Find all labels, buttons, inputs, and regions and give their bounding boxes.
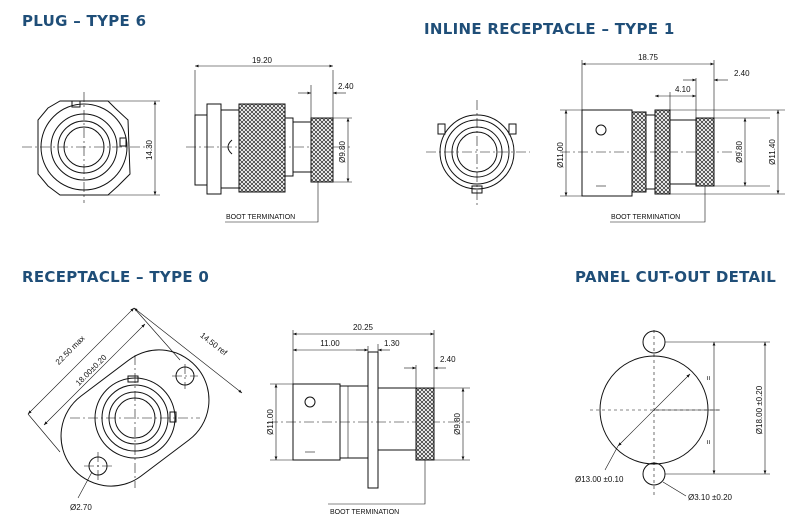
plug-boot-length-dim: 2.40 — [338, 82, 354, 91]
panel-pitch-dim: Ø18.00 ±0.20 — [755, 385, 764, 434]
inline-flange-dia-dim: Ø11.40 — [768, 139, 777, 165]
receptacle-boot-termination-label: BOOT TERMINATION — [330, 509, 399, 516]
receptacle-body-dia-dim: Ø11.00 — [266, 409, 275, 435]
inline-boot-length-dim: 2.40 — [734, 69, 750, 78]
receptacle-boot-knurl — [415, 387, 435, 461]
plug-length-dim: 19.20 — [252, 56, 273, 65]
inline-boot-knurl — [695, 117, 715, 187]
inline-body-dia-dim: Ø11.00 — [556, 142, 565, 168]
receptacle-boot-dia-dim: Ø9.80 — [453, 413, 462, 435]
receptacle-max-length-dim: 22.50 max — [54, 334, 87, 367]
plug-boot-knurl — [310, 117, 334, 183]
receptacle-hole-dia-dim: Ø2.70 — [70, 503, 92, 512]
heading-panel-cutout: PANEL CUT-OUT DETAIL — [575, 268, 777, 286]
plug-boot-termination-label: BOOT TERMINATION — [226, 214, 295, 221]
inline-mid-length-dim: 4.10 — [675, 85, 691, 94]
inline-boot-termination-label: BOOT TERMINATION — [611, 214, 680, 221]
inline-knurl-ring-1 — [631, 111, 647, 193]
panel-cutout-view: Ø13.00 ±0.10 = = Ø18.00 ±0.20 Ø3.10 ±0.2… — [575, 330, 770, 502]
receptacle-front-view: 22.50 max 18.00±0.20 14.50 ref Ø2.70 — [27, 307, 243, 512]
panel-hole-dia-dim: Ø3.10 ±0.20 — [688, 493, 733, 502]
receptacle-flange-ref-dim: 14.50 ref — [198, 331, 229, 358]
receptacle-length-dim: 20.25 — [353, 323, 374, 332]
receptacle-hole-pitch-dim: 18.00±0.20 — [74, 353, 109, 388]
plug-knurl-sleeve — [238, 103, 286, 193]
inline-front-view — [426, 100, 530, 205]
receptacle-body-length-dim: 11.00 — [320, 339, 340, 348]
inline-side-view: 18.75 2.40 4.10 Ø11.00 Ø9.80 Ø11.40 BOOT… — [556, 53, 785, 223]
inline-length-dim: 18.75 — [638, 53, 659, 62]
receptacle-side-view: 20.25 11.00 1.30 2.40 Ø11.00 Ø9.80 BOOT … — [266, 323, 470, 516]
heading-inline-receptacle: INLINE RECEPTACLE – TYPE 1 — [424, 20, 675, 38]
plug-front-height-dim: 14.30 — [145, 139, 154, 160]
panel-center-dia-dim: Ø13.00 ±0.10 — [575, 475, 624, 484]
inline-boot-dia-dim: Ø9.80 — [735, 141, 744, 163]
plug-boot-dia-dim: Ø9.80 — [338, 141, 347, 163]
plug-front-view: 14.30 — [22, 92, 160, 203]
receptacle-boot-length-dim: 2.40 — [440, 355, 456, 364]
inline-knurl-ring-2 — [654, 109, 671, 195]
panel-equal-bottom: = — [704, 439, 713, 444]
heading-plug: PLUG – TYPE 6 — [22, 12, 147, 30]
plug-side-view: 19.20 2.40 Ø9.80 BOOT TERMINATION — [186, 56, 354, 223]
receptacle-flange-thickness-dim: 1.30 — [384, 339, 400, 348]
panel-equal-top: = — [704, 375, 713, 380]
heading-receptacle: RECEPTACLE – TYPE 0 — [22, 268, 210, 286]
